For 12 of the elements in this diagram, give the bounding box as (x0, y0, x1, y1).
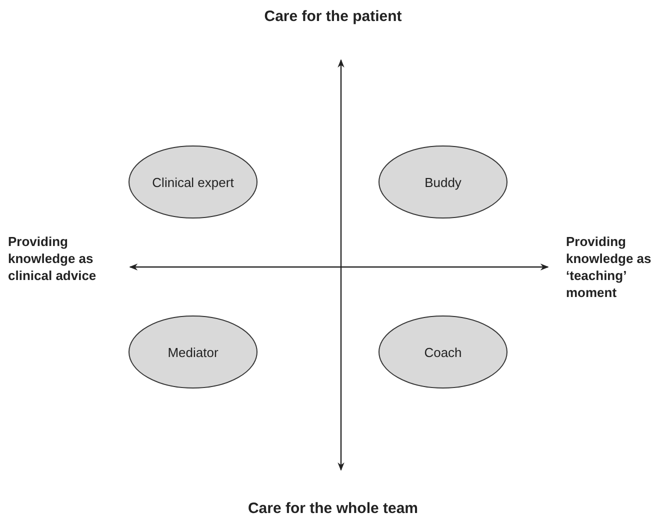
axis-label: Care for the whole team (246, 500, 420, 517)
role-label: Clinical expert (152, 174, 234, 190)
role-label: Coach (424, 344, 462, 360)
role-label: Buddy (424, 174, 462, 190)
role-ellipse (128, 145, 258, 219)
role-ellipse (378, 315, 508, 389)
role-ellipse (128, 315, 258, 389)
role-ellipse (378, 145, 508, 219)
axis-label: Providing knowledge as ‘teaching’ moment (566, 233, 652, 301)
axis-label: Providing knowledge as clinical advice (8, 233, 98, 284)
role-label: Mediator (168, 344, 218, 360)
axis-label: Care for the patient (263, 8, 403, 25)
